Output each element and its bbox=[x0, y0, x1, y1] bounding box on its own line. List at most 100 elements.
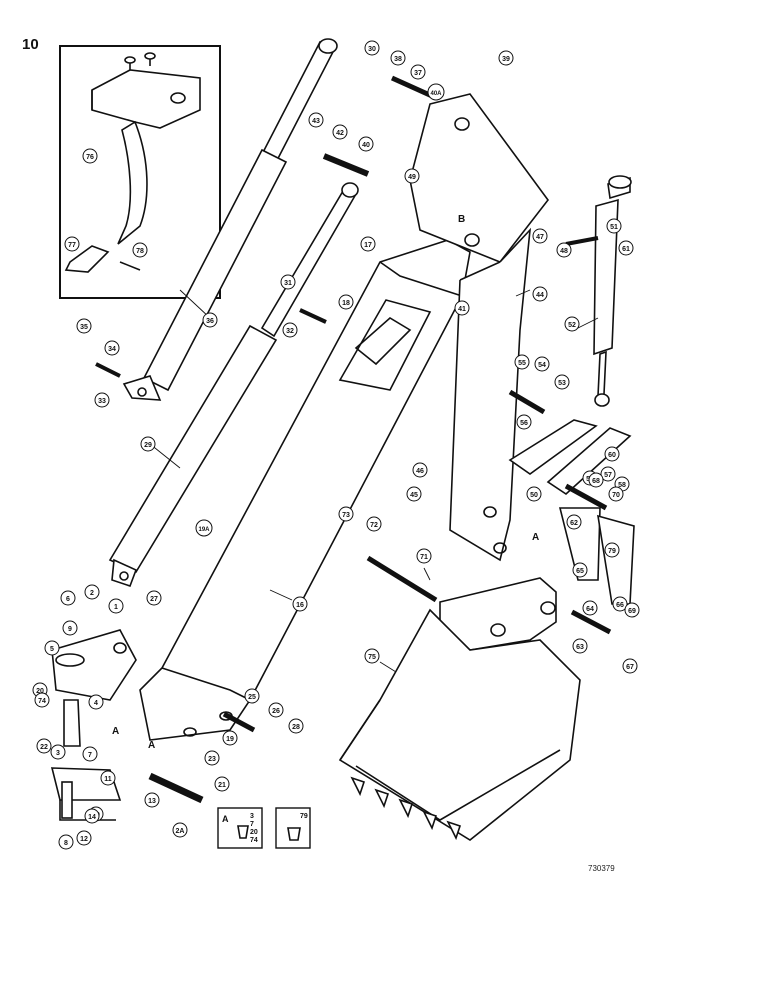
callout-label: 26 bbox=[272, 708, 280, 715]
callout-label: 46 bbox=[416, 468, 424, 475]
callout-label: 70 bbox=[612, 492, 620, 499]
callout-16: 16 bbox=[292, 596, 308, 612]
callout-3: 3 bbox=[50, 744, 66, 760]
callout-45: 45 bbox=[406, 486, 422, 502]
callout-label: 5 bbox=[50, 646, 54, 653]
callout-label: 49 bbox=[408, 174, 416, 181]
callout-label: 38 bbox=[394, 56, 402, 63]
cylinder-52 bbox=[593, 175, 632, 407]
callout-14: 14 bbox=[84, 808, 100, 824]
callout-label: 19 bbox=[226, 736, 234, 743]
callout-label: 33 bbox=[98, 398, 106, 405]
callout-38: 38 bbox=[390, 50, 406, 66]
callout-label: 32 bbox=[286, 328, 294, 335]
callout-label: 55 bbox=[518, 360, 526, 367]
callout-label: 7 bbox=[88, 752, 92, 759]
callout-25: 25 bbox=[244, 688, 260, 704]
section-letter-b: B bbox=[458, 214, 465, 225]
callout-68: 68 bbox=[588, 472, 604, 488]
section-letter-a: A bbox=[148, 740, 155, 751]
callout-78: 78 bbox=[132, 242, 148, 258]
callout-label: 27 bbox=[150, 596, 158, 603]
callout-label: 50 bbox=[530, 492, 538, 499]
callout-label: 74 bbox=[38, 698, 46, 705]
callout-34: 34 bbox=[104, 340, 120, 356]
bucket-75 bbox=[338, 577, 581, 841]
callout-64: 64 bbox=[582, 600, 598, 616]
callout-57: 57 bbox=[600, 466, 616, 482]
callout-26: 26 bbox=[268, 702, 284, 718]
callout-label: 3 bbox=[56, 750, 60, 757]
callout-label: 47 bbox=[536, 234, 544, 241]
callout-label: 62 bbox=[570, 520, 578, 527]
callout-6: 6 bbox=[60, 590, 76, 606]
callout-13: 13 bbox=[144, 792, 160, 808]
callout-label: 6 bbox=[66, 596, 70, 603]
callout-77: 77 bbox=[64, 236, 80, 252]
callout-label: 28 bbox=[292, 724, 300, 731]
legend-box-a-number: 7 bbox=[250, 821, 254, 828]
callout-65: 65 bbox=[572, 562, 588, 578]
callout-40: 40 bbox=[358, 136, 374, 152]
callout-69: 69 bbox=[624, 602, 640, 618]
callout-74: 74 bbox=[34, 692, 50, 708]
callout-4: 4 bbox=[88, 694, 104, 710]
callout-label: 17 bbox=[364, 242, 372, 249]
callout-21: 21 bbox=[214, 776, 230, 792]
callout-40a: 40A bbox=[427, 83, 445, 101]
callout-label: 53 bbox=[558, 380, 566, 387]
callout-label: 12 bbox=[80, 836, 88, 843]
callout-label: 61 bbox=[622, 246, 630, 253]
reference-code: 730379 bbox=[588, 864, 615, 873]
callout-label: 20 bbox=[36, 688, 44, 695]
callout-55: 55 bbox=[514, 354, 530, 370]
callout-label: 78 bbox=[136, 248, 144, 255]
callout-label: 63 bbox=[576, 644, 584, 651]
callout-12: 12 bbox=[76, 830, 92, 846]
callout-30: 30 bbox=[364, 40, 380, 56]
callout-label: 36 bbox=[206, 318, 214, 325]
callout-label: 9 bbox=[68, 626, 72, 633]
callout-1: 1 bbox=[108, 598, 124, 614]
figure-number: 10 bbox=[22, 36, 39, 53]
callout-label: 22 bbox=[40, 744, 48, 751]
callout-72: 72 bbox=[366, 516, 382, 532]
callout-label: 57 bbox=[604, 472, 612, 479]
callout-label: 58 bbox=[618, 482, 626, 489]
callout-37: 37 bbox=[410, 64, 426, 80]
pins bbox=[95, 75, 612, 804]
callout-50: 50 bbox=[526, 486, 542, 502]
callout-label: 37 bbox=[414, 70, 422, 77]
callout-18: 18 bbox=[338, 294, 354, 310]
callout-label: 18 bbox=[342, 300, 350, 307]
callout-29: 29 bbox=[140, 436, 156, 452]
legend-box-a-letter: A bbox=[222, 814, 229, 824]
callout-label: 8 bbox=[64, 840, 68, 847]
legend-box-a bbox=[217, 807, 263, 849]
callout-label: 68 bbox=[592, 478, 600, 485]
callout-53: 53 bbox=[554, 374, 570, 390]
swing-post-assembly bbox=[50, 629, 137, 821]
callout-60: 60 bbox=[604, 446, 620, 462]
callout-42: 42 bbox=[332, 124, 348, 140]
callout-35: 35 bbox=[76, 318, 92, 334]
dipper-stick-44 bbox=[409, 93, 550, 562]
callout-75: 75 bbox=[364, 648, 380, 664]
callout-label: 25 bbox=[248, 694, 256, 701]
callout-label: 77 bbox=[68, 242, 76, 249]
callout-43: 43 bbox=[308, 112, 324, 128]
callout-label: 11 bbox=[104, 776, 112, 783]
callout-5: 5 bbox=[44, 640, 60, 656]
callout-44: 44 bbox=[532, 286, 548, 302]
legend-box-a-number: 74 bbox=[250, 837, 258, 844]
callout-label: 30 bbox=[368, 46, 376, 53]
callout-label: 42 bbox=[336, 130, 344, 137]
callout-63: 63 bbox=[572, 638, 588, 654]
callout-79: 79 bbox=[604, 542, 620, 558]
callout-label: 71 bbox=[420, 554, 428, 561]
callout-label: 39 bbox=[502, 56, 510, 63]
callout-36: 36 bbox=[202, 312, 218, 328]
callout-label: 66 bbox=[616, 602, 624, 609]
callout-9: 9 bbox=[62, 620, 78, 636]
callout-label: 43 bbox=[312, 118, 320, 125]
